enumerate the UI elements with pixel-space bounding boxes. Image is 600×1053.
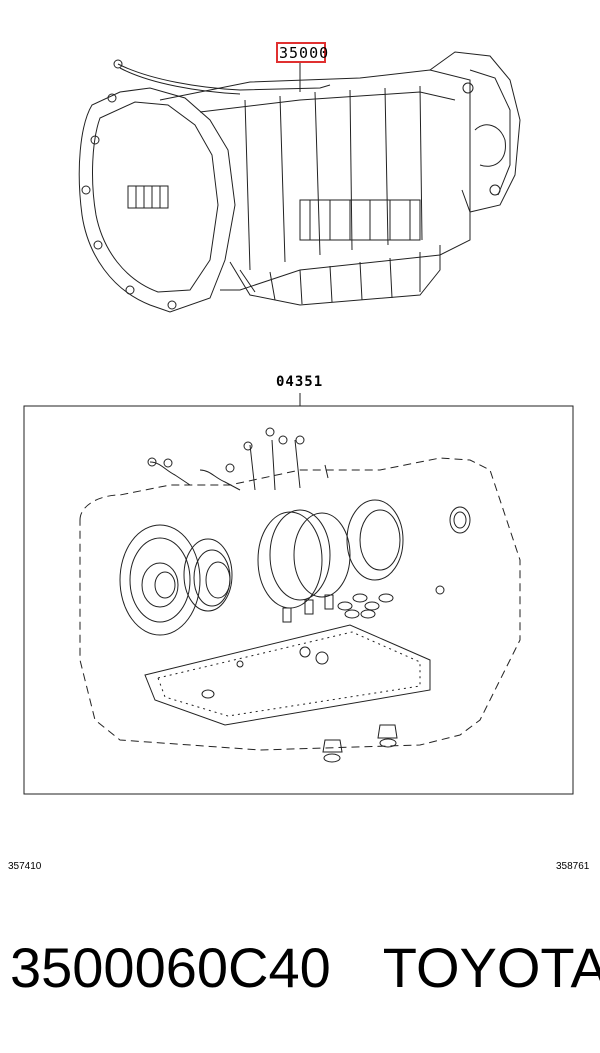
diagram-id-left: 357410: [8, 861, 42, 872]
overhaul-kit-drawing: [23, 393, 574, 795]
part-number: 3500060C40: [10, 936, 331, 999]
callout-35000[interactable]: 35000: [279, 44, 330, 62]
callout-highlight-box: [276, 42, 326, 63]
callout-04351[interactable]: 04351: [276, 374, 324, 390]
parts-diagram: [23, 42, 574, 795]
diagram-id-right: 358761: [556, 861, 590, 872]
part-title: 3500060C40 TOYOTA: [10, 935, 600, 1000]
transmission-assembly-drawing: [78, 51, 521, 313]
brand-name: TOYOTA: [382, 936, 600, 999]
